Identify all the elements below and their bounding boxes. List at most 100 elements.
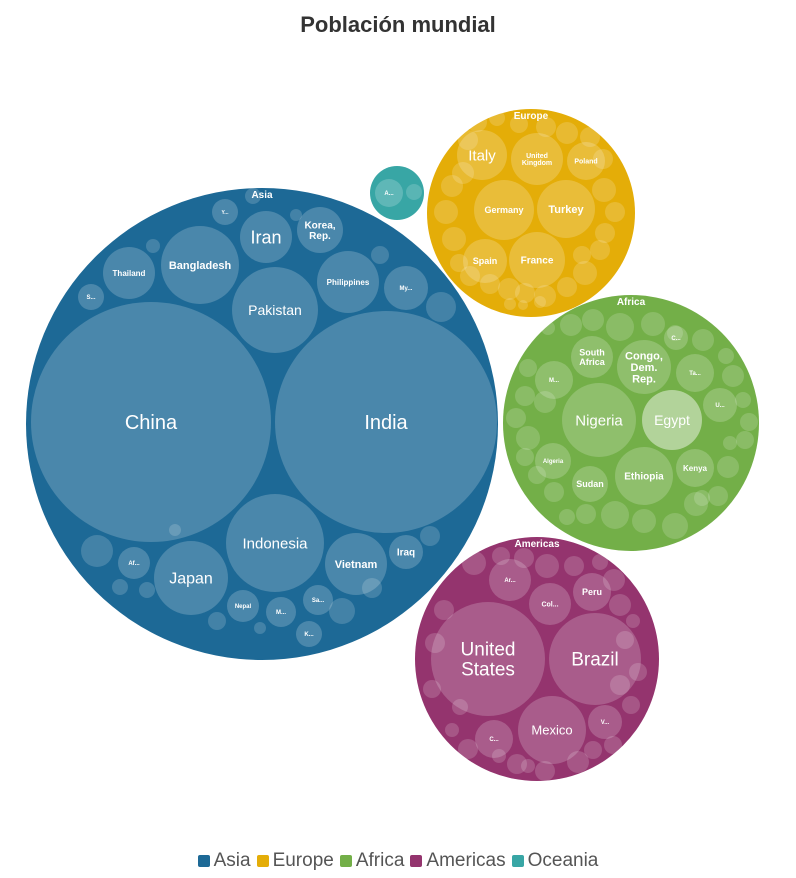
country-bubble[interactable] [423, 680, 441, 698]
bubble-thailand[interactable] [103, 247, 155, 299]
group-oceania[interactable]: A... [370, 166, 424, 220]
country-bubble[interactable] [510, 115, 528, 133]
country-bubble[interactable] [290, 209, 302, 221]
bubble-iraq[interactable] [389, 535, 423, 569]
country-bubble[interactable] [662, 513, 688, 539]
country-bubble[interactable] [610, 675, 630, 695]
country-bubble[interactable] [534, 285, 556, 307]
legend-item-oceania[interactable]: Oceania [511, 850, 598, 872]
country-bubble[interactable] [717, 456, 739, 478]
country-bubble[interactable] [506, 408, 526, 428]
country-bubble[interactable] [535, 761, 555, 781]
country-bubble[interactable] [245, 188, 261, 204]
country-bubble[interactable] [362, 578, 382, 598]
country-bubble[interactable] [434, 200, 458, 224]
country-bubble[interactable] [606, 313, 634, 341]
country-bubble[interactable] [740, 413, 758, 431]
country-bubble[interactable] [462, 551, 486, 575]
country-bubble[interactable] [492, 547, 510, 565]
country-bubble[interactable] [605, 202, 625, 222]
bubble-united-kingdom[interactable] [511, 133, 563, 185]
country-bubble[interactable] [514, 548, 534, 568]
bubble-tanzania[interactable] [676, 354, 714, 392]
bubble-afghanistan[interactable] [118, 547, 150, 579]
country-bubble[interactable] [667, 325, 683, 341]
country-bubble[interactable] [604, 736, 622, 754]
country-bubble[interactable] [559, 509, 575, 525]
country-bubble[interactable] [582, 309, 604, 331]
country-bubble[interactable] [254, 622, 266, 634]
bubble-brazil[interactable] [549, 613, 641, 705]
bubble-india[interactable] [275, 311, 497, 533]
country-bubble[interactable] [576, 504, 596, 524]
country-bubble[interactable] [609, 594, 631, 616]
bubble-spain[interactable] [463, 239, 507, 283]
bubble-bangladesh[interactable] [161, 226, 239, 304]
bubble-morocco[interactable] [535, 361, 573, 399]
bubble-germany[interactable] [474, 180, 534, 240]
bubble-philippines[interactable] [317, 251, 379, 313]
bubble-sri-lanka[interactable] [78, 284, 104, 310]
bubble-peru[interactable] [573, 573, 611, 611]
country-bubble[interactable] [592, 178, 616, 202]
country-bubble[interactable] [616, 631, 634, 649]
country-bubble[interactable] [452, 699, 468, 715]
country-bubble[interactable] [692, 329, 714, 351]
group-bubble-africa[interactable] [503, 295, 759, 551]
country-bubble[interactable] [518, 300, 528, 310]
bubble-italy[interactable] [457, 130, 507, 180]
country-bubble[interactable] [528, 466, 546, 484]
country-bubble[interactable] [584, 741, 602, 759]
country-bubble[interactable] [593, 149, 613, 169]
country-bubble[interactable] [515, 283, 535, 303]
country-bubble[interactable] [573, 246, 591, 264]
country-bubble[interactable] [626, 614, 640, 628]
bubble-algeria[interactable] [535, 443, 571, 479]
country-bubble[interactable] [442, 227, 466, 251]
country-bubble[interactable] [434, 600, 454, 620]
country-bubble[interactable] [406, 184, 422, 200]
country-bubble[interactable] [515, 386, 535, 406]
bubble-cameroon[interactable] [664, 326, 688, 350]
bubble-kenya[interactable] [676, 449, 714, 487]
country-bubble[interactable] [425, 633, 445, 653]
bubble-south-africa[interactable] [571, 336, 613, 378]
country-bubble[interactable] [603, 569, 625, 591]
bubble-korea-rep[interactable] [297, 207, 343, 253]
country-bubble[interactable] [507, 754, 527, 774]
country-bubble[interactable] [112, 579, 128, 595]
country-bubble[interactable] [557, 277, 577, 297]
country-bubble[interactable] [601, 501, 629, 529]
country-bubble[interactable] [458, 739, 478, 759]
country-bubble[interactable] [708, 486, 728, 506]
bubble-indonesia[interactable] [226, 494, 324, 592]
country-bubble[interactable] [544, 482, 564, 502]
country-bubble[interactable] [684, 492, 708, 516]
country-bubble[interactable] [556, 122, 578, 144]
bubble-france[interactable] [509, 232, 565, 288]
country-bubble[interactable] [535, 554, 559, 578]
country-bubble[interactable] [441, 175, 463, 197]
country-bubble[interactable] [541, 321, 555, 335]
bubble-canada[interactable] [475, 720, 513, 758]
country-bubble[interactable] [516, 448, 534, 466]
bubble-turkey[interactable] [537, 180, 595, 238]
bubble-egypt[interactable] [642, 390, 702, 450]
group-bubble-europe[interactable] [427, 109, 635, 317]
bubble-japan[interactable] [154, 541, 228, 615]
country-bubble[interactable] [420, 526, 440, 546]
country-bubble[interactable] [736, 431, 754, 449]
country-bubble[interactable] [735, 392, 751, 408]
country-bubble[interactable] [595, 223, 615, 243]
country-bubble[interactable] [460, 266, 480, 286]
country-bubble[interactable] [504, 298, 516, 310]
bubble-malaysia[interactable] [266, 597, 296, 627]
legend-item-africa[interactable]: Africa [339, 850, 404, 872]
bubble-colombia[interactable] [529, 583, 571, 625]
country-bubble[interactable] [492, 749, 506, 763]
country-bubble[interactable] [458, 130, 478, 150]
country-bubble[interactable] [560, 314, 582, 336]
